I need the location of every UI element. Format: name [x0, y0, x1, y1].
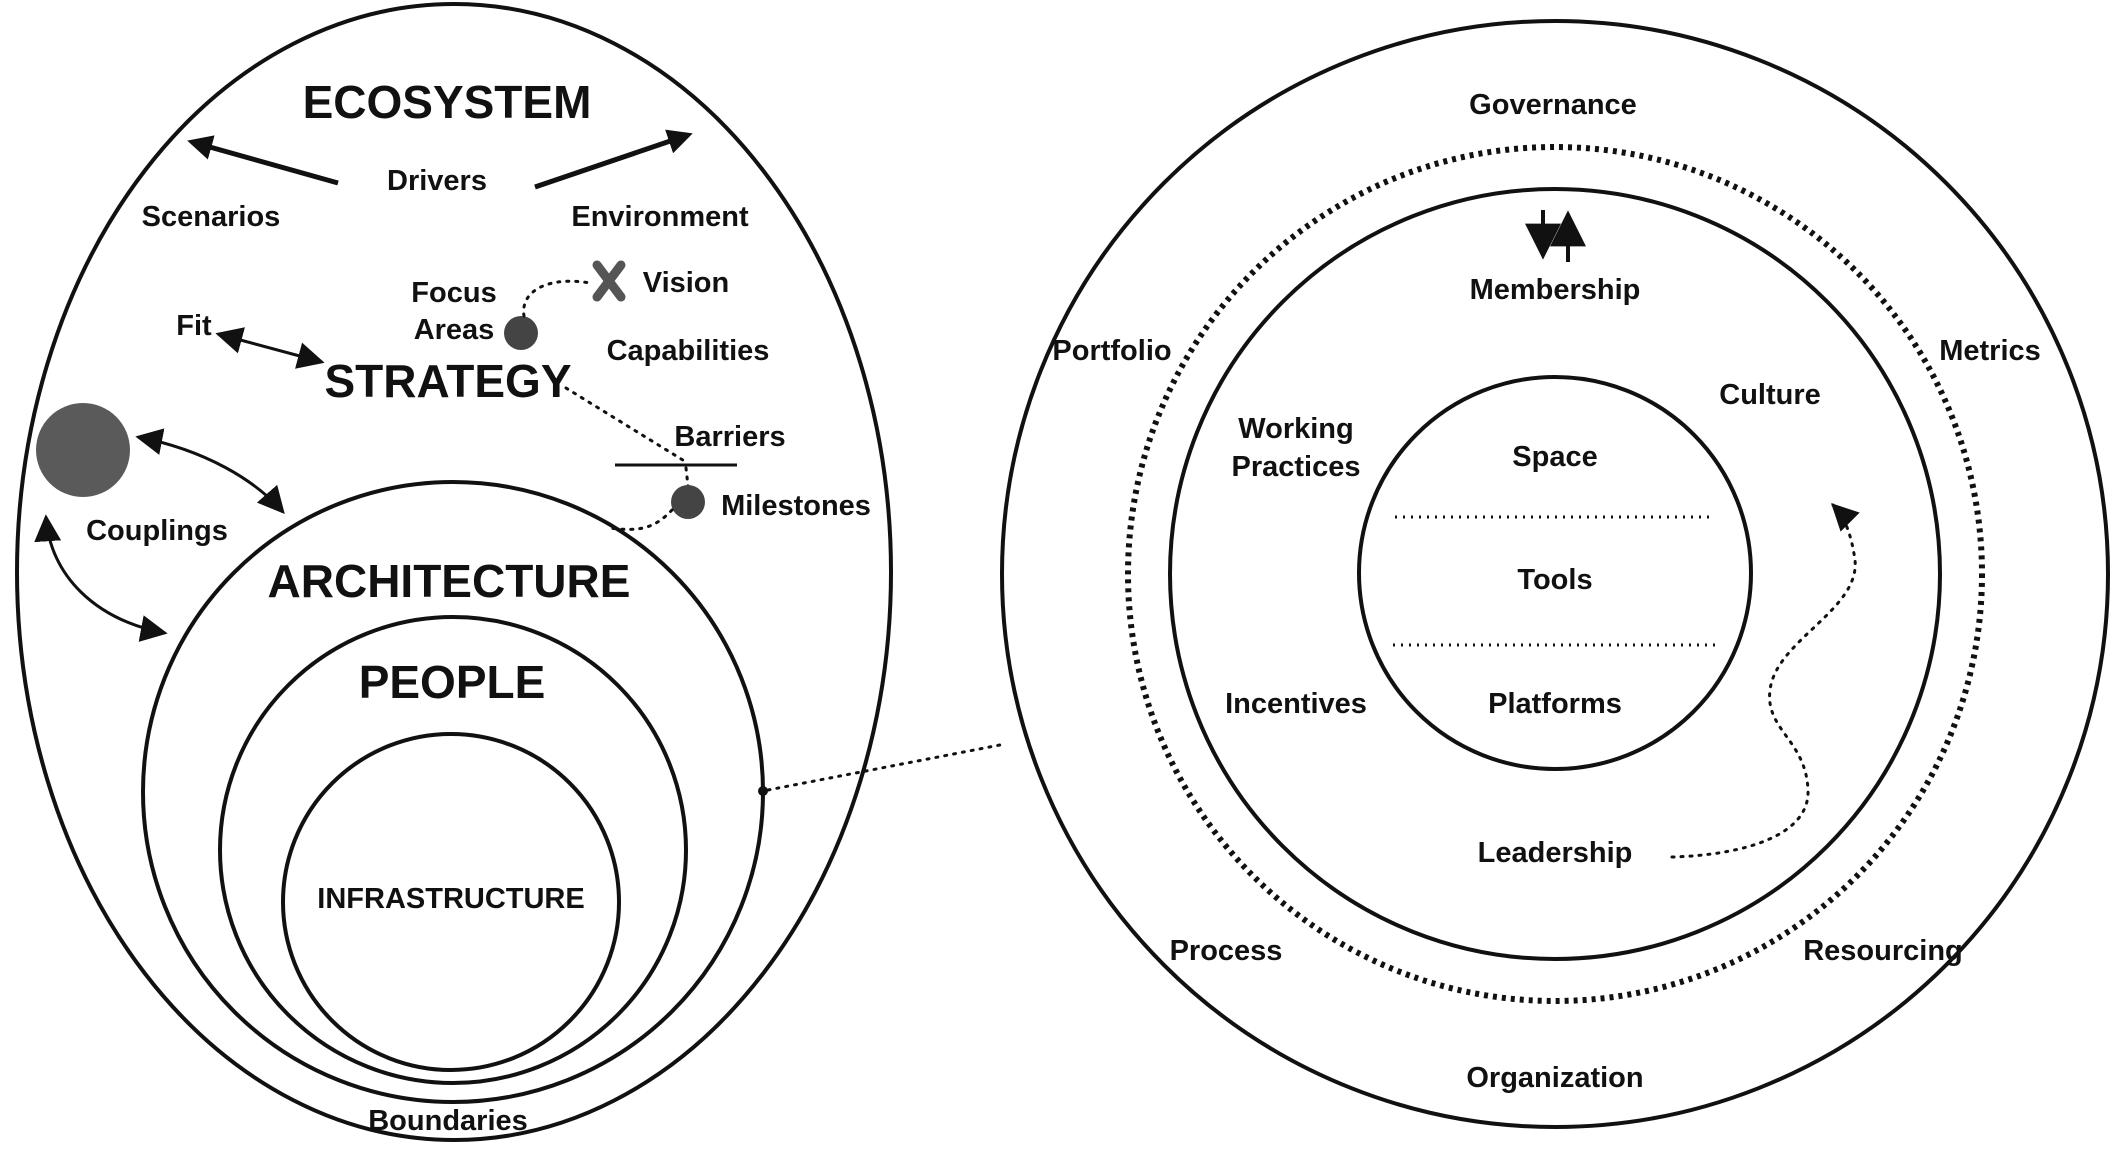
milestone-dot [671, 485, 705, 519]
portfolio-label: Portfolio [1052, 335, 1171, 367]
working-practices-label-line1: Working [1238, 413, 1353, 445]
leadership-label: Leadership [1478, 837, 1633, 869]
architecture-title: ARCHITECTURE [268, 555, 631, 607]
zoom-connector-dotted [766, 742, 1007, 792]
metrics-label: Metrics [1939, 335, 2041, 367]
ecosystem-outline [15, 2, 893, 1142]
vision-label: Vision [643, 267, 730, 299]
platforms-label: Platforms [1488, 688, 1622, 720]
membership-in-out-icon [1525, 210, 1586, 262]
leadership-to-culture-dotted [1670, 503, 1860, 859]
drivers-label: Drivers [387, 165, 487, 197]
fit-double-arrow [215, 327, 325, 369]
organization-label: Organization [1466, 1062, 1643, 1094]
resourcing-label: Resourcing [1803, 935, 1963, 967]
driver-arrow-left [187, 135, 339, 186]
environment-label: Environment [571, 201, 749, 233]
infrastructure-title: INFRASTRUCTURE [317, 883, 584, 915]
fit-label: Fit [176, 310, 212, 342]
organization-dotted-ring [1125, 144, 1985, 1004]
barrier-to-milestone-dotted [684, 466, 690, 488]
capabilities-label: Capabilities [607, 335, 770, 367]
vision-x-icon [592, 260, 626, 302]
infrastructure-circle [281, 732, 621, 1072]
people-practices-circle [1168, 187, 1942, 961]
tools-circle [1357, 375, 1753, 771]
organization-panel: Governance Portfolio Metrics Process Res… [1000, 19, 2110, 1129]
zoom-anchor-dot [758, 786, 768, 796]
people-title: PEOPLE [359, 656, 546, 708]
process-label: Process [1170, 935, 1283, 967]
focus-to-vision-dotted [522, 279, 592, 318]
organization-outer-circle [1000, 19, 2110, 1129]
focus-areas-dot [504, 316, 538, 350]
culture-label: Culture [1719, 379, 1821, 411]
tools-label: Tools [1517, 564, 1592, 596]
strategy-to-barriers-dotted [564, 386, 688, 464]
space-label: Space [1512, 441, 1597, 473]
focus-areas-label-line1: Focus [411, 277, 496, 309]
couplings-arrow-upper [135, 428, 285, 515]
membership-label: Membership [1470, 274, 1641, 306]
governance-label: Governance [1469, 89, 1637, 121]
couplings-label: Couplings [86, 515, 228, 547]
incentives-label: Incentives [1225, 688, 1367, 720]
barriers-label: Barriers [674, 421, 785, 453]
people-circle [218, 615, 688, 1085]
scenarios-label: Scenarios [142, 201, 281, 233]
milestones-label: Milestones [721, 490, 871, 522]
focus-areas-label-line2: Areas [414, 314, 495, 346]
driver-arrow-right [534, 129, 693, 190]
milestone-to-architecture-dotted [608, 508, 674, 531]
ecosystem-title: ECOSYSTEM [303, 76, 592, 128]
ecosystem-panel: ECOSYSTEM Drivers Scenarios Environment … [15, 2, 893, 1142]
working-practices-label-line2: Practices [1232, 451, 1361, 483]
couplings-arrow-lower [34, 514, 168, 642]
boundaries-label: Boundaries [368, 1105, 528, 1137]
external-ecosystem-circle [36, 403, 130, 497]
strategy-title: STRATEGY [324, 355, 571, 407]
